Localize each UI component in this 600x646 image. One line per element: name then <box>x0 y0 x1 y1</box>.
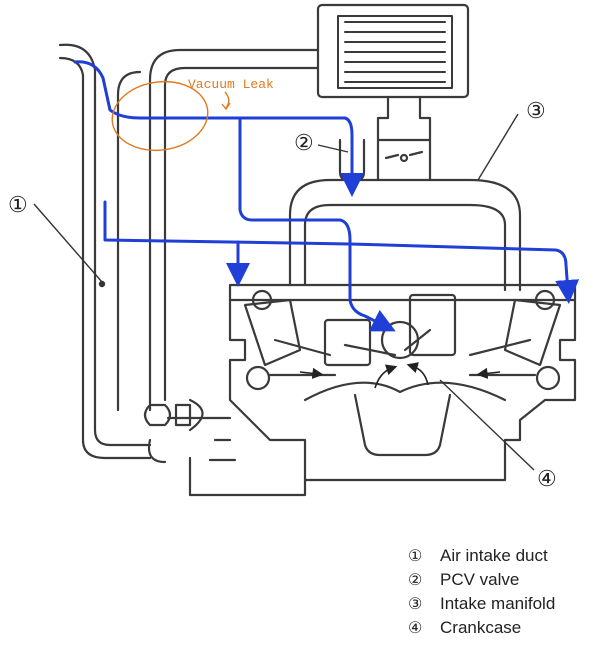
vacuum-leak-circle <box>111 80 209 152</box>
air-intake-duct-outer <box>58 43 152 447</box>
left-cylinder-head <box>243 289 337 391</box>
callout-numbers: ① ② ③ ④ <box>8 98 557 491</box>
breather-hose-inner <box>163 66 320 402</box>
flow-paths <box>73 60 580 332</box>
legend-label: PCV valve <box>440 570 519 589</box>
intake-manifold-outer <box>288 178 522 292</box>
callout-2: ② <box>294 130 314 155</box>
legend-label: Crankcase <box>440 618 521 637</box>
engine-block-outline <box>228 283 577 482</box>
legend: ① Air intake duct ② PCV valve ③ Intake m… <box>408 546 555 637</box>
legend-label: Intake manifold <box>440 594 555 613</box>
internal-flow-arrows <box>299 362 501 389</box>
air-intake-duct-inner <box>58 56 152 460</box>
callout-3: ③ <box>526 98 546 123</box>
flow-path-bottom <box>103 200 580 304</box>
legend-item-air-intake-duct: ① Air intake duct <box>408 546 548 565</box>
legend-number: ③ <box>408 596 422 613</box>
oil-pan <box>353 393 452 457</box>
engine-line-art <box>58 3 577 497</box>
legend-number: ④ <box>408 620 422 637</box>
legend-item-pcv-valve: ② PCV valve <box>408 570 519 589</box>
flow-path-top <box>73 60 364 197</box>
legend-item-intake-manifold: ③ Intake manifold <box>408 594 555 613</box>
legend-number: ② <box>408 572 422 589</box>
intake-manifold-inner <box>303 203 507 292</box>
callout-4: ④ <box>537 466 557 491</box>
legend-label: Air intake duct <box>440 546 548 565</box>
throttle-body <box>376 95 432 142</box>
callout-1: ① <box>8 192 28 217</box>
breather-hose-outer <box>148 48 320 412</box>
callout-leaders <box>33 113 535 471</box>
lower-left-fitting <box>143 398 232 464</box>
piston-assembly <box>323 293 457 367</box>
air-cleaner-grille <box>337 15 453 89</box>
flow-path-center <box>238 116 396 332</box>
vacuum-leak-label: Vacuum Leak <box>188 77 274 92</box>
legend-number: ① <box>408 548 422 565</box>
vacuum-leak-annotation: Vacuum Leak <box>111 77 274 152</box>
legend-item-crankcase: ④ Crankcase <box>408 618 521 637</box>
